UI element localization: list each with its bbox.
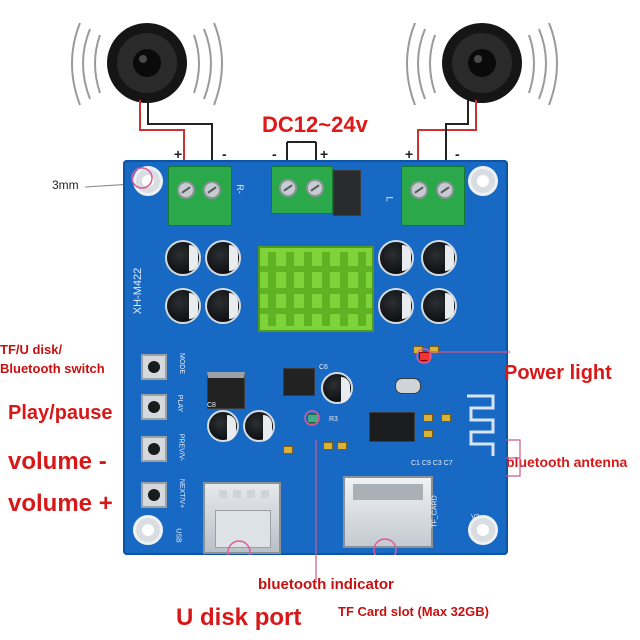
smd-component (441, 414, 451, 422)
bluetooth-antenna-trace (467, 394, 495, 456)
mounting-hole-top-left (133, 166, 163, 196)
usb-pin (233, 490, 241, 498)
speaker-left-icon (71, 22, 223, 106)
screw-icon (410, 181, 428, 199)
volume-down-button[interactable] (141, 436, 167, 462)
mounting-hole-top-right (468, 166, 498, 196)
crystal (395, 378, 421, 394)
tf-slot-opening (353, 484, 423, 500)
power-light-label: Power light (504, 362, 612, 384)
tf-card-slot-label: TF Card slot (Max 32GB) (338, 604, 489, 619)
screw-icon (279, 179, 297, 197)
terminal-left-speaker (401, 166, 465, 226)
capacitor (205, 288, 241, 324)
terminal-power (271, 166, 333, 214)
smd-component (323, 442, 333, 450)
terminal-right-speaker (168, 166, 232, 226)
voltage-regulator (207, 372, 245, 409)
usb-pin (261, 490, 269, 498)
capacitor (243, 410, 275, 442)
capacitor (378, 240, 414, 276)
mode-switch-label: TF/U disk/ Bluetooth switch (0, 342, 105, 376)
polarity-mid-plus: + (320, 146, 329, 162)
smd-component (429, 346, 439, 354)
volume-up-label: volume + (8, 490, 113, 517)
hole-size-label: 3mm (52, 178, 79, 192)
amplifier-board: R- L XH-M422 MODE PLAY PREV/V- NEXT/V+ C… (123, 160, 508, 555)
smd-component (337, 442, 347, 450)
capacitor (378, 288, 414, 324)
volume-down-label: volume - (8, 448, 107, 475)
polarity-left-plus: + (174, 146, 183, 162)
capacitor (421, 288, 457, 324)
usb-pin (247, 490, 255, 498)
voltage-regulator (283, 368, 315, 396)
bluetooth-antenna-label: bluetooth antenna (506, 454, 628, 470)
heatsink (258, 246, 374, 332)
screw-icon (203, 181, 221, 199)
play-pause-button[interactable] (141, 394, 167, 420)
silk-r3: R3 (329, 416, 338, 423)
silk-c8: C8 (207, 402, 216, 409)
power-input-label: DC12~24v (262, 112, 368, 137)
screw-icon (306, 179, 324, 197)
bluetooth-indicator-label: bluetooth indicator (258, 576, 394, 593)
speaker-right-icon (406, 22, 558, 106)
polarity-right-plus: + (405, 146, 414, 162)
polarity-left-minus: - (222, 146, 227, 162)
capacitor (165, 240, 201, 276)
screw-icon (177, 181, 195, 199)
capacitor (321, 372, 353, 404)
mounting-hole-bottom-left (133, 515, 163, 545)
smd-component (423, 430, 433, 438)
u-disk-port-label: U disk port (176, 604, 302, 631)
polarity-mid-minus: - (272, 146, 277, 162)
bluetooth-module-chip (369, 412, 415, 442)
heatsink-fins (260, 252, 372, 326)
annotation-circles (131, 167, 432, 555)
smd-component (283, 446, 293, 454)
capacitor (207, 410, 239, 442)
tf-card-slot[interactable] (343, 476, 433, 548)
polarity-right-minus: - (455, 146, 460, 162)
play-pause-label: Play/pause (8, 402, 113, 424)
usb-pin (219, 490, 227, 498)
capacitor (421, 240, 457, 276)
mounting-hole-bottom-right (468, 515, 498, 545)
mode-switch-button[interactable] (141, 354, 167, 380)
silk-c6: C6 (319, 364, 328, 371)
silk-caps: C1 C9 C3 C7 (411, 460, 453, 467)
screw-icon (436, 181, 454, 199)
smd-component (423, 414, 433, 422)
volume-up-button[interactable] (141, 482, 167, 508)
capacitor (165, 288, 201, 324)
silk-v2: V2 (471, 514, 480, 521)
capacitor (205, 240, 241, 276)
diode (333, 170, 361, 216)
